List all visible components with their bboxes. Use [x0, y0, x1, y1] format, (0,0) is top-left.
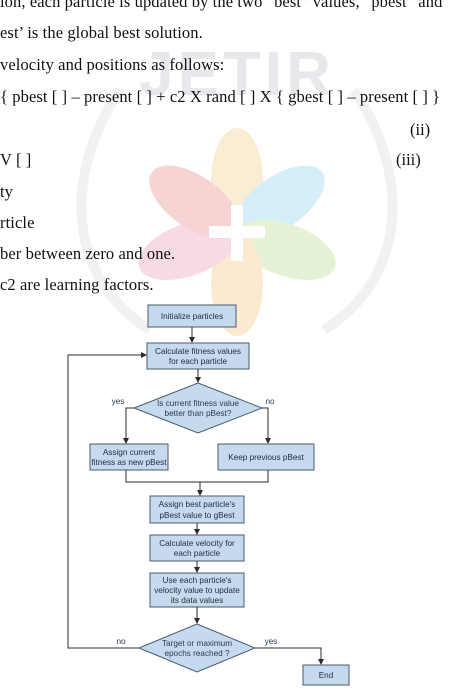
update-data-label: its data values: [171, 596, 223, 605]
watermark-laurel-left: [76, 87, 153, 335]
update-data-label: velocity value to update: [154, 586, 240, 595]
text-line-3: velocity and positions as follows:: [0, 55, 225, 74]
decision2-no-label: no: [116, 637, 126, 646]
end-label: End: [319, 671, 334, 680]
text-line-7: rticle: [0, 213, 35, 232]
pbest-decision-label: Is current fitness value: [157, 399, 239, 408]
text-line-9: c2 are learning factors.: [0, 275, 154, 294]
termination-decision-label: Target or maximum: [162, 639, 232, 648]
assign-pbest-box: [89, 443, 169, 471]
decision1-no-label: no: [265, 397, 275, 406]
watermark-petal: [236, 219, 336, 281]
end-box: [302, 664, 350, 686]
pbest-decision-label: better than pBest?: [165, 409, 232, 418]
calculate-velocity-label: Calculate velocity for: [159, 539, 235, 548]
equation-velocity: { pbest [ ] – present [ ] + c2 X rand [ …: [0, 87, 441, 106]
calculate-fitness-label: for each particle: [169, 357, 228, 366]
keep-pbest-label: Keep previous pBest: [228, 453, 304, 462]
equation-number-iii: (iii): [396, 150, 421, 169]
watermark-text: JETIR: [139, 40, 335, 109]
initialize-particles-label: Initialize particles: [161, 312, 223, 321]
equation-position: V [ ]: [0, 150, 32, 169]
text-line-8: ber between zero and one.: [0, 244, 176, 263]
update-data-box: [149, 572, 245, 608]
assign-gbest-box: [149, 495, 245, 524]
assign-pbest-label: Assign current: [103, 448, 156, 457]
decision1-yes-label: yes: [112, 397, 125, 406]
pbest-decision-diamond: [132, 382, 264, 434]
calculate-velocity-label: each particle: [174, 549, 221, 558]
termination-decision-label: epochs reached ?: [164, 649, 230, 658]
watermark-cross: [231, 205, 243, 261]
equation-number-ii: (ii): [410, 120, 431, 139]
watermark-petal: [211, 128, 263, 232]
assign-gbest-label: pBest value to gBest: [159, 511, 235, 520]
calculate-fitness-label: Calculate fitness values: [155, 347, 241, 356]
decision2-yes-label: yes: [265, 637, 278, 646]
watermark-petal: [234, 165, 325, 239]
keep-pbest-box: [217, 443, 315, 471]
text-line-6: ty: [0, 182, 14, 201]
text-line-1: ion, each particle is updated by the two…: [0, 0, 443, 11]
assign-gbest-label: Assign best particle's: [159, 500, 236, 509]
termination-decision-diamond: [137, 623, 257, 673]
watermark-petal: [138, 219, 238, 281]
watermark-laurel-right: [321, 87, 398, 335]
watermark-cross: [209, 226, 265, 238]
text-line-2: est’ is the global best solution.: [0, 23, 203, 42]
assign-pbest-label: fitness as new pBest: [91, 458, 167, 467]
update-data-label: Use each particle's: [163, 576, 232, 585]
calculate-velocity-box: [149, 534, 245, 562]
calculate-fitness-box: [146, 342, 250, 370]
watermark-petal: [149, 165, 240, 239]
